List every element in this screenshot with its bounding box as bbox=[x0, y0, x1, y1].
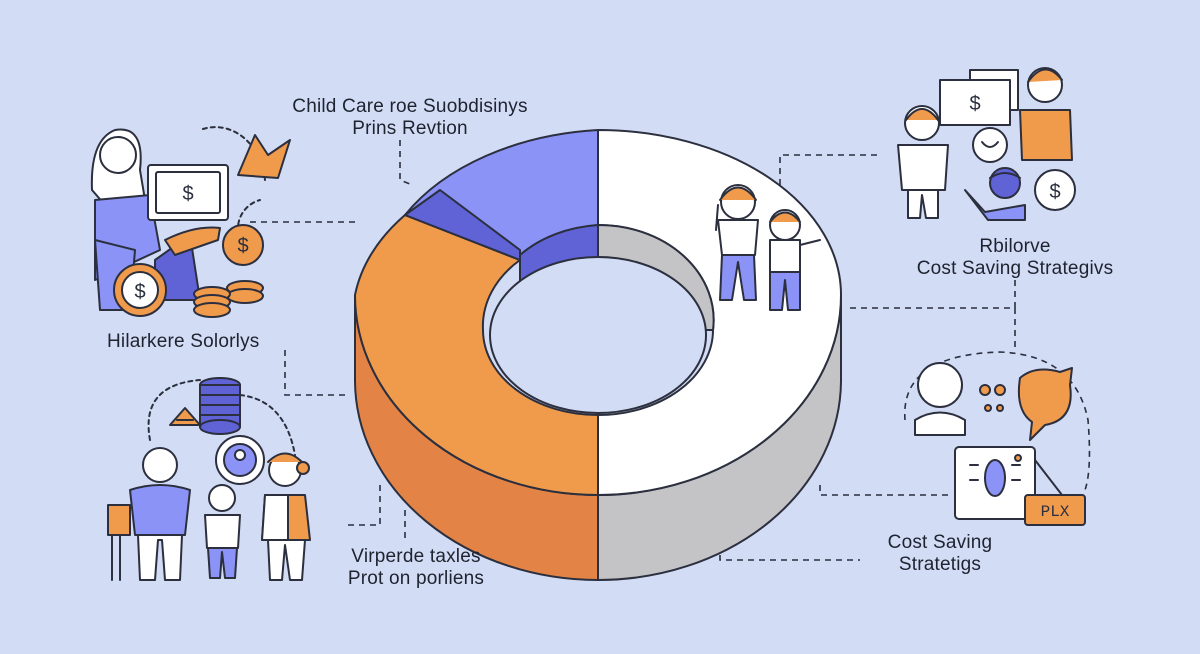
donut-chart bbox=[354, 129, 842, 581]
label-right-top-line1: Rbilorve bbox=[979, 236, 1051, 257]
svg-text:$: $ bbox=[969, 93, 980, 115]
connector-bottom-left bbox=[345, 485, 381, 526]
label-left-middle: Hilarkere Solorlys bbox=[107, 331, 259, 353]
donut-hole bbox=[489, 256, 707, 414]
label-right-bottom-line1: Cost Saving bbox=[887, 532, 993, 553]
price-tag-text: PLX bbox=[1041, 503, 1070, 521]
label-top-center-line2: Prins Revtion bbox=[352, 118, 468, 139]
label-bottom-center: Virperde taxles Prot on porliens bbox=[316, 546, 516, 590]
connector-top-left bbox=[399, 140, 411, 185]
svg-text:$: $ bbox=[182, 183, 193, 205]
family-illustration bbox=[107, 377, 311, 581]
connector-left-lower bbox=[284, 350, 345, 396]
donut-slice-orange bbox=[354, 214, 599, 496]
connector-right-bottom2 bbox=[719, 500, 860, 561]
label-top-center: Child Care roe Suobdisinys Prins Revtion bbox=[260, 96, 560, 140]
svg-text:$: $ bbox=[134, 281, 145, 303]
label-right-bottom-line2: Stratetigs bbox=[898, 554, 982, 575]
woman-money-illustration: $ $ $ bbox=[90, 126, 291, 318]
connector-right-mid bbox=[850, 280, 1016, 309]
svg-text:$: $ bbox=[237, 235, 248, 257]
label-left-middle-line1: Hilarkere Solorlys bbox=[107, 331, 260, 352]
connector-right-bottom bbox=[819, 485, 950, 496]
label-bottom-center-line2: Prot on porliens bbox=[347, 568, 485, 589]
kids-illustration bbox=[715, 184, 821, 311]
donut-slice-blue-dark bbox=[404, 189, 521, 261]
label-top-center-line1: Child Care roe Suobdisinys bbox=[292, 96, 528, 117]
advice-illustration: PLX bbox=[914, 362, 1086, 526]
connector-right-top bbox=[779, 154, 880, 185]
label-bottom-center-line1: Virperde taxles bbox=[351, 546, 481, 567]
label-right-bottom: Cost Saving Stratetigs bbox=[870, 532, 1010, 576]
label-right-top: Rbilorve Cost Saving Strategivs bbox=[890, 236, 1140, 280]
label-right-top-line2: Cost Saving Strategivs bbox=[916, 258, 1114, 279]
family-savings-illustration: $ $ bbox=[897, 67, 1076, 221]
svg-text:$: $ bbox=[1049, 181, 1060, 203]
